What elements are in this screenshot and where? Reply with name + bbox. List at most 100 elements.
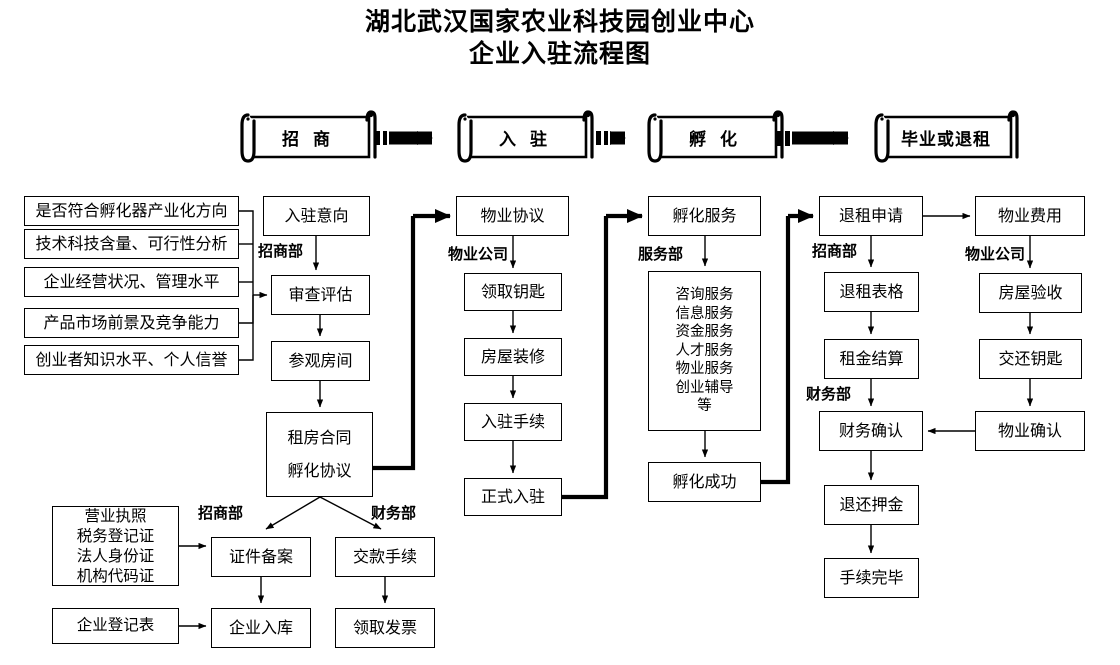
step-label: 退租申请 <box>838 206 903 225</box>
criteria-box-4: 产品市场前景及竞争能力 <box>24 308 239 338</box>
registration-form-box: 企业登记表 <box>52 608 179 644</box>
service-item: 等 <box>697 398 712 415</box>
official-movein-to-incubation <box>562 209 643 500</box>
phase-label: 入 驻 <box>499 129 551 150</box>
step-return-keys: 交还钥匙 <box>979 339 1082 379</box>
phase-banner-movein: 入 驻 <box>455 108 595 166</box>
contract-to-property-agreement <box>373 209 451 471</box>
document-item: 法人身份证 <box>76 547 155 565</box>
step-label: 物业费用 <box>997 206 1062 225</box>
document-item: 机构代码证 <box>76 567 155 586</box>
step-label: 财务确认 <box>838 421 903 440</box>
step-label: 企业入库 <box>228 618 293 637</box>
registration-form-label: 企业登记表 <box>76 616 155 635</box>
step-label: 领取钥匙 <box>480 282 545 301</box>
service-item: 信息服务 <box>675 305 734 322</box>
criteria-label: 是否符合孵化器产业化方向 <box>35 201 228 220</box>
service-list-box: 咨询服务 信息服务 资金服务 人才服务 物业服务 创业辅导 等 <box>648 271 761 431</box>
dept-label-recruit-bottom: 招商部 <box>198 504 244 522</box>
phase-arrow-1 <box>375 131 433 145</box>
step-payment-procedure: 交款手续 <box>335 537 435 577</box>
step-official-movein: 正式入驻 <box>464 478 562 516</box>
service-item: 资金服务 <box>675 324 734 341</box>
step-contract: 租房合同 孵化协议 <box>266 412 373 497</box>
step-label: 正式入驻 <box>480 487 545 506</box>
phase-label: 孵 化 <box>689 129 741 150</box>
criteria-label: 创业者知识水平、个人信誉 <box>35 350 228 369</box>
criteria-label: 产品市场前景及竞争能力 <box>43 313 220 332</box>
bottom-flow <box>257 577 389 604</box>
step-property-agreement: 物业协议 <box>456 196 569 236</box>
step-deposit-refund: 退还押金 <box>824 485 919 525</box>
step-label: 入驻手续 <box>480 412 545 431</box>
step-movein-procedure: 入驻手续 <box>464 403 562 441</box>
step-label: 物业确认 <box>997 421 1062 440</box>
step-label: 退租表格 <box>839 282 904 301</box>
step-label: 参观房间 <box>288 351 353 370</box>
title-line-1: 湖北武汉国家农业科技园创业中心 <box>364 7 755 36</box>
documents-to-filing <box>179 542 207 630</box>
step-label: 孵化成功 <box>672 472 737 491</box>
dept-label-finance: 财务部 <box>806 385 852 403</box>
criteria-box-2: 技术科技含量、可行性分析 <box>24 229 239 259</box>
step-house-inspection: 房屋验收 <box>979 273 1082 313</box>
phase-label: 毕业或退租 <box>901 129 991 150</box>
dept-label-recruit-exit: 招商部 <box>812 242 858 260</box>
service-item: 物业服务 <box>675 361 734 378</box>
service-item: 咨询服务 <box>675 287 734 304</box>
step-review: 审查评估 <box>271 275 370 315</box>
page-title: 湖北武汉国家农业科技园创业中心 企业入驻流程图 <box>0 0 1120 70</box>
step-renovation: 房屋装修 <box>464 338 562 376</box>
dept-label-property-exit: 物业公司 <box>965 245 1026 263</box>
step-label: 交还钥匙 <box>998 349 1063 368</box>
title-line-2: 企业入驻流程图 <box>468 39 651 68</box>
scroll-shape <box>240 110 377 163</box>
step-label: 审查评估 <box>288 285 353 304</box>
step-label: 证件备案 <box>228 547 293 566</box>
phase-banner-graduate: 毕业或退租 <box>872 108 1020 166</box>
step-property-confirm: 物业确认 <box>975 411 1085 451</box>
dept-label-recruit: 招商部 <box>258 242 304 260</box>
contract-line-2: 孵化协议 <box>287 460 352 480</box>
document-item: 营业执照 <box>84 506 147 525</box>
service-item: 人才服务 <box>675 342 734 359</box>
phase-arrow-2 <box>596 131 626 145</box>
phase-banner-incubate: 孵 化 <box>645 108 785 166</box>
scroll-shape <box>874 110 1019 163</box>
step-get-invoice: 领取发票 <box>335 608 435 648</box>
step-finance-confirm: 财务确认 <box>819 411 923 451</box>
criteria-label: 企业经营状况、管理水平 <box>43 272 220 291</box>
criteria-box-3: 企业经营状况、管理水平 <box>24 267 239 297</box>
step-label: 孵化服务 <box>672 206 737 225</box>
incubation-success-to-exit <box>761 209 814 485</box>
dept-label-finance-bottom: 财务部 <box>371 504 417 522</box>
step-property-fee: 物业费用 <box>975 196 1085 236</box>
step-label: 物业协议 <box>480 206 545 225</box>
step-label: 领取发票 <box>352 618 417 637</box>
step-label: 租金结算 <box>839 349 904 368</box>
contract-line-1: 租房合同 <box>287 428 352 448</box>
recruit-flow <box>312 236 324 408</box>
step-enterprise-registry: 企业入库 <box>211 608 311 648</box>
step-label: 退还押金 <box>839 495 904 514</box>
step-procedure-complete: 手续完毕 <box>824 558 919 598</box>
contract-fork <box>265 496 382 530</box>
service-item: 创业辅导 <box>675 379 734 396</box>
step-label: 入驻意向 <box>284 206 349 225</box>
step-intent: 入驻意向 <box>263 196 370 236</box>
dept-label-service: 服务部 <box>638 245 684 263</box>
phase-label: 招 商 <box>282 129 334 150</box>
step-label: 房屋装修 <box>480 347 545 366</box>
phase-arrow-3 <box>775 131 849 146</box>
phase-banner-recruit: 招 商 <box>238 108 378 166</box>
criteria-box-1: 是否符合孵化器产业化方向 <box>24 196 239 226</box>
step-exit-form: 退租表格 <box>824 272 919 312</box>
step-label: 手续完毕 <box>839 568 904 587</box>
scroll-shape <box>457 110 594 163</box>
step-document-filing: 证件备案 <box>211 537 311 577</box>
criteria-label: 技术科技含量、可行性分析 <box>35 234 228 253</box>
step-visit-room: 参观房间 <box>271 341 370 381</box>
dept-label-property-movein: 物业公司 <box>448 245 509 263</box>
step-exit-application: 退租申请 <box>819 196 923 236</box>
